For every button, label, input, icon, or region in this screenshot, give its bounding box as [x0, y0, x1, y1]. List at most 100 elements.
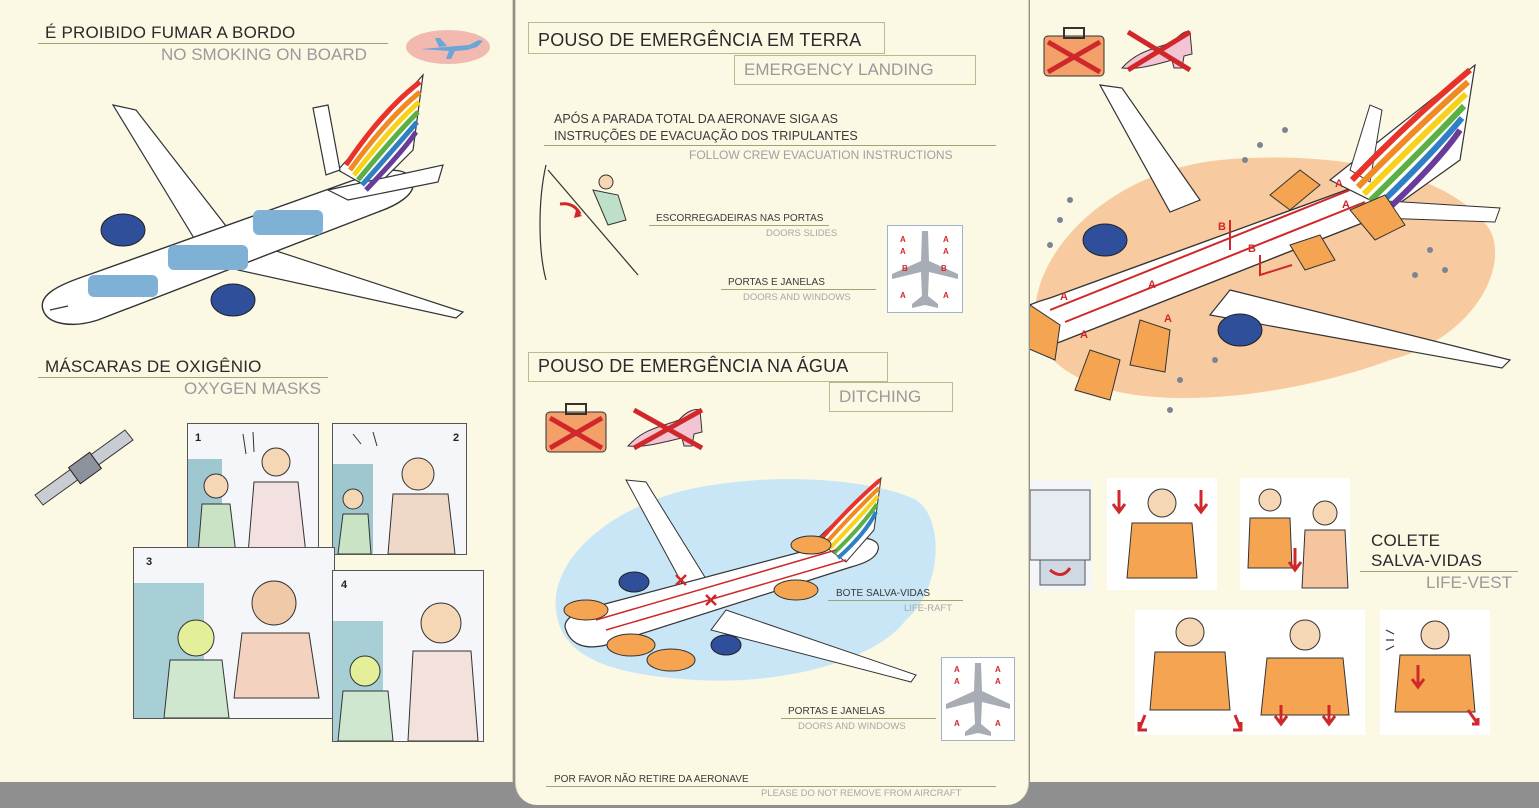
- no-smoking-title-en: NO SMOKING ON BOARD: [161, 45, 367, 64]
- passenger-illustration: [188, 431, 307, 554]
- divider: [781, 718, 936, 719]
- no-high-heels-icon: [626, 407, 704, 451]
- vest-step-inflate: [1245, 610, 1365, 735]
- evacuation-instruction-en: FOLLOW CREW EVACUATION INSTRUCTIONS: [689, 148, 953, 162]
- airplane-icon: [406, 30, 490, 64]
- step-number: 1: [195, 432, 202, 444]
- vest-step-seat: [1030, 480, 1092, 590]
- step-number: 2: [453, 432, 460, 444]
- exit-label: A: [1342, 199, 1350, 211]
- evacuation-airplane-illustration: A A A A B B A A: [1030, 63, 1512, 413]
- doors-windows-ditching-pt: PORTAS E JANELAS: [788, 706, 885, 717]
- life-vest-title-en: LIFE-VEST: [1426, 573, 1512, 592]
- svg-text:A: A: [995, 677, 1001, 686]
- vest-step-fasten: [1135, 610, 1245, 735]
- title-box: [829, 382, 953, 412]
- passenger-illustration: [333, 602, 479, 741]
- svg-text:A: A: [995, 665, 1001, 674]
- ditching-title-en: DITCHING: [839, 387, 922, 406]
- exit-label: A: [1335, 178, 1343, 190]
- svg-text:A: A: [954, 719, 960, 728]
- passenger-illustration: [134, 580, 320, 718]
- vest-step-put-on: [1107, 478, 1217, 590]
- exit-label: A: [1080, 329, 1088, 341]
- divider: [38, 43, 388, 44]
- svg-text:A: A: [943, 235, 949, 244]
- door-slides-pt: ESCORREGADEIRAS NAS PORTAS: [656, 213, 824, 224]
- no-smoking-title-pt: É PROIBIDO FUMAR A BORDO: [45, 23, 296, 42]
- person-inflating-vest-illustration: [1260, 619, 1350, 727]
- life-raft-en: LIFE-RAFT: [904, 603, 953, 614]
- svg-text:A: A: [943, 247, 949, 256]
- svg-text:A: A: [995, 719, 1001, 728]
- divider: [649, 225, 829, 226]
- step-number: 3: [146, 556, 153, 568]
- life-vest-title-pt-line1: COLETE: [1371, 531, 1441, 550]
- adult-child-vest-illustration: [1247, 488, 1349, 589]
- ditching-title-pt: POUSO DE EMERGÊNCIA NA ÁGUA: [538, 356, 849, 376]
- seatbelt-illustration: [34, 429, 134, 506]
- person-with-vest-whistle-illustration: [1385, 620, 1480, 726]
- exit-label: B: [1218, 221, 1226, 233]
- svg-text:A: A: [954, 677, 960, 686]
- do-not-remove-pt: POR FAVOR NÃO RETIRE DA AERONAVE: [554, 774, 749, 785]
- life-vest-title-pt-line2: SALVA-VIDAS: [1371, 551, 1483, 570]
- divider: [546, 786, 996, 787]
- title-box: [528, 352, 888, 382]
- svg-text:A: A: [900, 235, 906, 244]
- exit-label: A: [1060, 291, 1068, 303]
- slide-evacuation-illustration: [539, 164, 639, 281]
- evacuation-instruction-pt-line1: APÓS A PARADA TOTAL DA AERONAVE SIGA AS: [554, 112, 838, 126]
- passenger-illustration: [333, 431, 456, 554]
- person-with-vest-illustration: [1111, 488, 1209, 579]
- life-raft-pt: BOTE SALVA-VIDAS: [836, 588, 931, 599]
- title-box: [528, 22, 885, 54]
- doors-windows-en: DOORS AND WINDOWS: [743, 292, 851, 303]
- svg-text:B: B: [902, 264, 908, 273]
- divider: [1360, 571, 1518, 572]
- oxygen-masks-title-en: OXYGEN MASKS: [184, 379, 321, 398]
- evacuation-instruction-pt-line2: INSTRUÇÕES DE EVACUAÇÃO DOS TRIPULANTES: [554, 129, 858, 143]
- person-with-vest-illustration: [1137, 617, 1243, 732]
- oxygen-mask-step-2: 2: [332, 423, 467, 555]
- exit-label: A: [1164, 313, 1172, 325]
- emergency-landing-title-en: EMERGENCY LANDING: [744, 60, 934, 79]
- panel-emergency-landing-ditching: POUSO DE EMERGÊNCIA EM TERRA EMERGENCY L…: [515, 0, 1029, 805]
- divider: [721, 289, 876, 290]
- emergency-landing-title-pt: POUSO DE EMERGÊNCIA EM TERRA: [538, 30, 862, 50]
- do-not-remove-en: PLEASE DO NOT REMOVE FROM AIRCRAFT: [761, 788, 962, 799]
- svg-text:A: A: [900, 247, 906, 256]
- ditching-airplane-illustration: [555, 476, 936, 683]
- oxygen-masks-title-pt: MÁSCARAS DE OXIGÊNIO: [45, 357, 262, 376]
- doors-windows-pt: PORTAS E JANELAS: [728, 277, 825, 288]
- oxygen-mask-step-4: 4: [332, 570, 484, 742]
- svg-text:A: A: [900, 291, 906, 300]
- exit-label: A: [1148, 279, 1156, 291]
- svg-text:A: A: [954, 665, 960, 674]
- divider: [828, 600, 963, 601]
- panel-smoking-oxygen: É PROIBIDO FUMAR A BORDO NO SMOKING ON B…: [0, 0, 513, 782]
- divider: [38, 377, 328, 378]
- no-high-heels-icon: [1120, 29, 1193, 73]
- step-number: 4: [341, 579, 348, 591]
- no-baggage-icon: [545, 403, 607, 453]
- airplane-cutaway-illustration: [41, 73, 465, 325]
- svg-text:A: A: [943, 291, 949, 300]
- title-box: [734, 55, 976, 85]
- oxygen-mask-step-1: 1: [187, 423, 319, 555]
- oxygen-mask-step-3: 3: [133, 547, 335, 719]
- seat-illustration: [1030, 489, 1091, 586]
- svg-text:B: B: [941, 264, 947, 273]
- divider: [544, 145, 996, 146]
- vest-step-light-whistle: [1380, 610, 1490, 735]
- door-slides-en: DOORS SLIDES: [766, 228, 838, 239]
- doors-windows-ditching-en: DOORS AND WINDOWS: [798, 721, 906, 732]
- panel-evacuation-life-vest: A A A A B B A A: [1030, 0, 1539, 782]
- exit-label: B: [1248, 243, 1256, 255]
- no-baggage-icon: [1043, 27, 1105, 77]
- vest-step-child: [1240, 478, 1350, 590]
